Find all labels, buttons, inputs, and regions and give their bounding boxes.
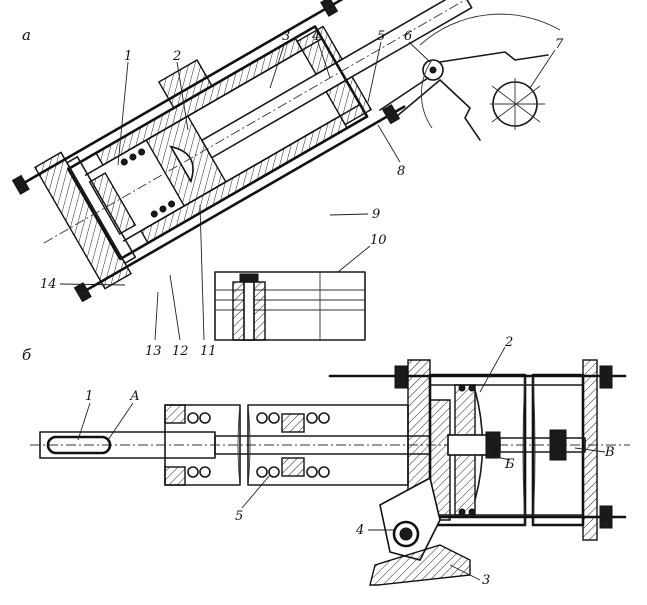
lever-swing-arc: [419, 13, 561, 46]
view-b-callout-1: 1: [85, 389, 93, 404]
view-a-callout-6: 6: [404, 29, 412, 44]
lever-arm: [439, 51, 549, 63]
view-b-callout-3: 3: [482, 573, 490, 588]
view-a-callout-4: 4: [311, 29, 320, 44]
rod-gland-bottom: [325, 75, 373, 126]
view-a-callout-9: 9: [372, 207, 380, 222]
tie-bolt-bottom: [84, 105, 406, 292]
rod-gland-top: [296, 25, 344, 76]
view-b-callout-4: 4: [355, 523, 364, 538]
view-b-leaders: [77, 346, 606, 581]
spring-tube: [164, 404, 409, 486]
diaphragm-piston: [447, 384, 501, 516]
view-b-letter: б: [22, 346, 32, 364]
view-a-callout-8: 8: [397, 164, 405, 179]
nut-bottom-left: [73, 282, 92, 303]
view-a-callout-12: 12: [172, 344, 189, 359]
view-b: б: [22, 335, 630, 588]
view-b-callout-b: Б: [504, 457, 515, 472]
view-a-leaders: [59, 41, 556, 341]
view-a-callout-5: 5: [377, 29, 385, 44]
mount-bracket: [157, 59, 213, 109]
view-a-callout-2: 2: [172, 49, 181, 64]
compression-spring: [187, 412, 330, 478]
view-a-callout-14: 14: [40, 277, 57, 292]
cylinder-assembly: [11, 0, 478, 303]
view-a-callout-10: 10: [370, 233, 387, 248]
view-a-callout-13: 13: [145, 344, 162, 359]
rod-b: [499, 437, 586, 453]
view-b-callout-5: 5: [235, 509, 243, 524]
view-b-callout-2: 2: [504, 335, 513, 350]
piston-spring: [120, 148, 176, 218]
view-a-callout-7: 7: [555, 37, 564, 52]
view-a-letter: а: [22, 26, 31, 44]
view-a-callout-1: 1: [124, 49, 132, 64]
view-a-callout-11: 11: [200, 344, 217, 359]
support-bracket: [369, 544, 471, 586]
spring-collar: [281, 457, 305, 477]
nut-top-left: [11, 174, 30, 195]
base-plate: [214, 271, 366, 341]
view-a-callout-3: 3: [282, 29, 290, 44]
view-b-callout-v: В: [604, 445, 615, 460]
lever-lower: [439, 79, 481, 141]
view-a: а: [11, 0, 564, 359]
view-b-callout-a: А: [129, 389, 140, 404]
